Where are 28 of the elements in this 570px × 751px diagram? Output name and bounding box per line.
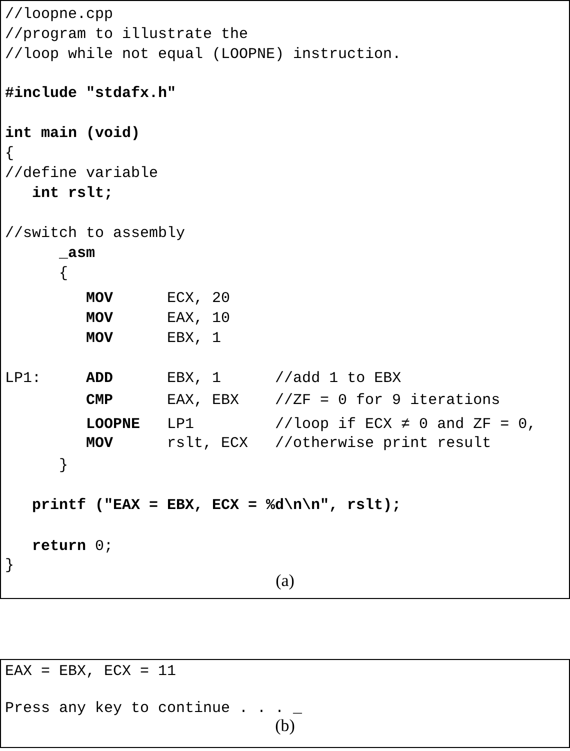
console-output-panel	[0, 659, 570, 748]
code-listing-panel	[0, 0, 570, 599]
code-line: MOV EBX, 1	[86, 329, 222, 349]
figure-caption: (b)	[275, 716, 295, 735]
code-line: LOOPNE LP1 //loop if ECX ≠ 0 and ZF = 0,	[86, 415, 536, 435]
code-line: _asm	[59, 244, 96, 264]
code-line: //loop while not equal (LOOPNE) instruction.	[5, 45, 402, 65]
code-line: CMP EAX, EBX //ZF = 0 for 9 iterations	[86, 391, 500, 411]
code-line: //define variable	[5, 164, 158, 184]
code-line: MOV EAX, 10	[86, 309, 230, 329]
code-line: //program to illustrate the	[5, 25, 248, 45]
code-line: {	[59, 264, 68, 284]
code-line: MOV ECX, 20	[86, 289, 230, 309]
code-line: {	[5, 144, 14, 164]
code-line: //loopne.cpp	[5, 5, 114, 25]
code-line: #include "stdafx.h"	[5, 84, 176, 104]
figure-caption: (a)	[276, 571, 294, 590]
code-line: LP1: ADD EBX, 1 //add 1 to EBX	[5, 369, 402, 389]
code-line: }	[5, 556, 14, 576]
code-line: int rslt;	[32, 184, 114, 204]
code-line: printf ("EAX = EBX, ECX = %d\n\n", rslt);	[32, 496, 402, 516]
code-line: int main (void)	[5, 124, 140, 144]
code-line: EAX = EBX, ECX = 11	[5, 662, 176, 682]
code-line: //switch to assembly	[5, 224, 186, 244]
code-line: return 0;	[32, 537, 114, 557]
code-line: }	[59, 456, 68, 476]
code-line: Press any key to continue . . . _	[5, 699, 302, 719]
code-line: MOV rslt, ECX //otherwise print result	[86, 434, 492, 454]
